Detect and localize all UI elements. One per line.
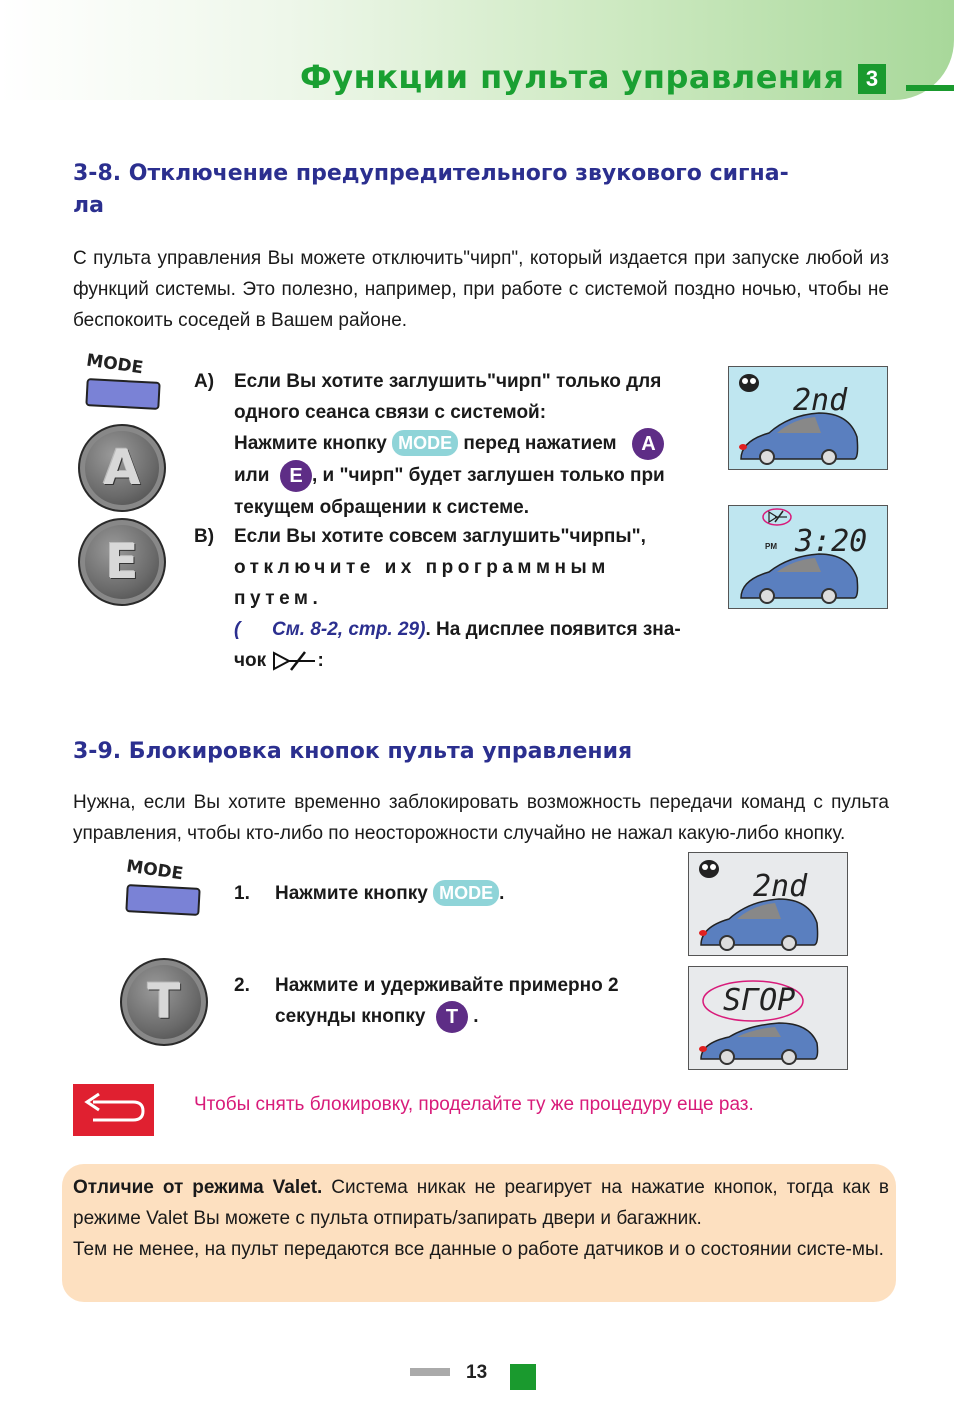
owl-icon-car-gray (699, 860, 819, 951)
return-icon (73, 1084, 154, 1136)
lcd-time: 3:20 (795, 524, 868, 559)
step-1-marker: 1. (234, 883, 250, 904)
lcd-text: SГOP (723, 983, 796, 1018)
page-bar (410, 1368, 450, 1376)
lcd-text: 2nd (793, 383, 848, 418)
lcd-pm: PM (765, 542, 777, 551)
mode-inline-badge: MODE (392, 430, 459, 457)
mode-inline-badge-2: MODE (433, 880, 500, 906)
mode-key-shape (85, 378, 161, 410)
unlock-note: Чтобы снять блокировку, проделайте ту же… (194, 1094, 754, 1115)
step-1-text: Нажмите кнопку MODE. (275, 878, 675, 909)
step-b-marker: B) (194, 526, 215, 547)
e-button-illustration: E (78, 518, 166, 606)
mode-key-shape (125, 884, 201, 916)
section-3-8-heading: 3-8. Отключение предупредительного звуко… (73, 161, 789, 218)
mode-key-illustration: MODE (85, 351, 166, 416)
page-title: Функции пульта управления (300, 58, 845, 96)
step-2-marker: 2. (234, 975, 250, 996)
a-inline-badge: A (632, 428, 665, 460)
info-box-text: Отличие от режима Valet. Система никак н… (73, 1177, 889, 1260)
step-a-text: Если Вы хотите заглушить"чирп" только дл… (234, 371, 665, 518)
section-3-9-heading: 3-9. Блокировка кнопок пульта управления (73, 739, 633, 764)
car-illustration-stop (699, 980, 819, 1065)
t-inline-badge: T (435, 1001, 468, 1033)
section-3-9-intro: Нужна, если Вы хотите временно заблокиро… (73, 792, 889, 844)
mode-key-label: MODE (84, 350, 145, 379)
header-band (0, 0, 954, 100)
mode-key-label: MODE (124, 856, 185, 885)
info-box (62, 1164, 896, 1302)
t-button-illustration: T (120, 958, 208, 1046)
a-button-illustration: A (78, 424, 166, 512)
lcd-display-2nd-gray: 2nd (688, 852, 848, 956)
chapter-badge: 3 (858, 64, 886, 94)
step-b-text: Если Вы хотите совсем заглушить"чирпы", … (234, 526, 681, 671)
header-line (906, 85, 954, 91)
chirp-off-icon (273, 651, 316, 671)
info-box-bold: Отличие от режима Valet. (73, 1177, 323, 1198)
mode-key-illustration-2: MODE (125, 857, 206, 922)
cross-reference: ( См. 8-2, стр. 29) (234, 619, 426, 640)
owl-icon-car (739, 374, 859, 465)
lcd-text: 2nd (753, 869, 808, 904)
lcd-display-time: PM 3:20 (728, 505, 888, 609)
page-number: 13 (466, 1362, 488, 1383)
section-3-8-intro: С пульта управления Вы можете отключить"… (73, 248, 889, 331)
page-square (510, 1364, 536, 1390)
lcd-display-stop: SГOP (688, 966, 848, 1070)
lcd-display-2nd: 2nd (728, 366, 888, 470)
step-a-marker: A) (194, 371, 215, 392)
step-2-text: Нажмите и удерживайте примерно 2 секунды… (275, 970, 675, 1033)
car-illustration (740, 508, 859, 604)
e-inline-badge: E (280, 460, 312, 492)
